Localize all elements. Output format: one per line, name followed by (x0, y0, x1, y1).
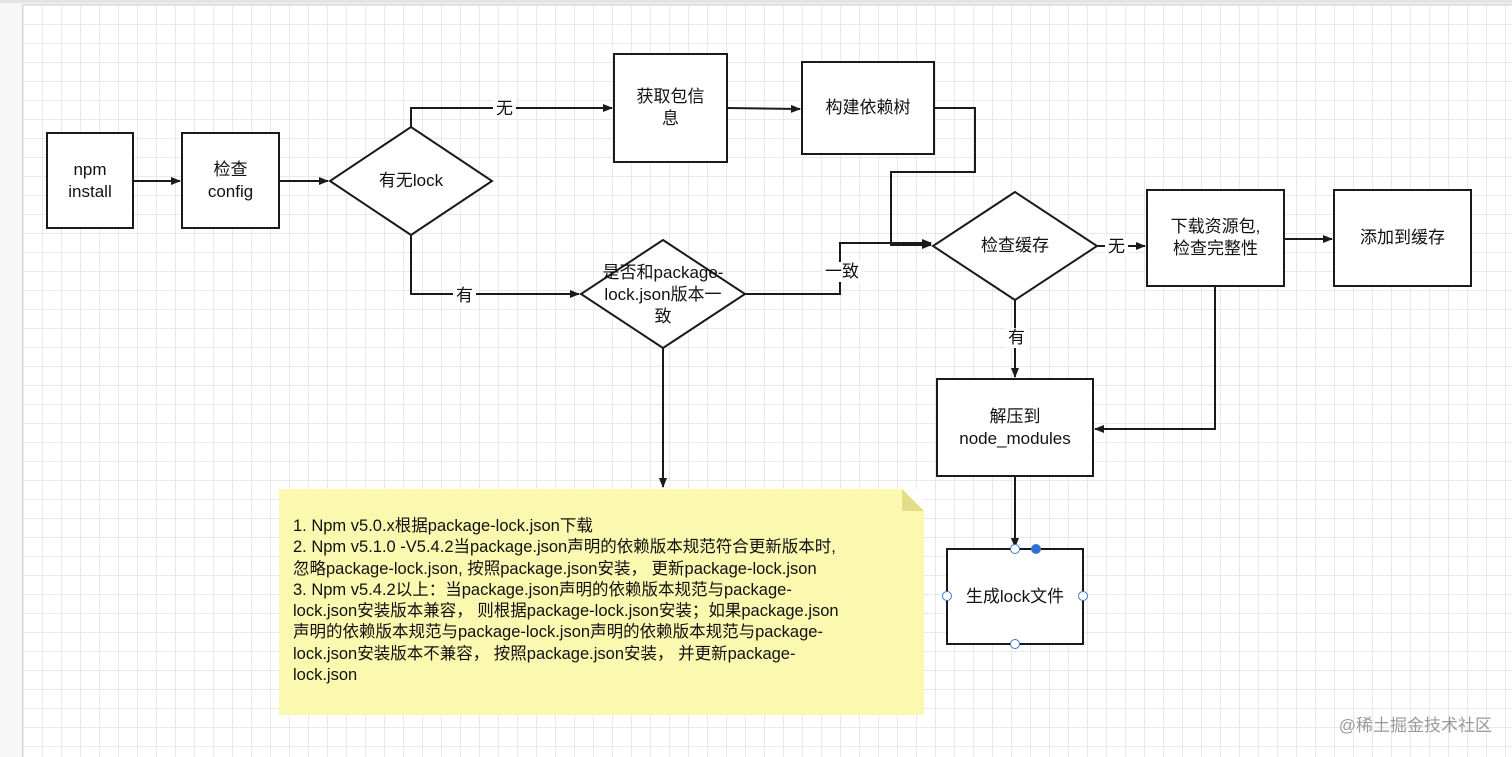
rotate-handle[interactable] (1031, 544, 1041, 554)
top-bar (0, 0, 1512, 3)
note-line: 忽略package-lock.json, 按照package.json安装， 更… (293, 559, 817, 578)
edge-label-no-lock: 无 (493, 99, 516, 119)
node-npm-install-line2: install (68, 181, 112, 201)
resize-handle-right[interactable] (1078, 591, 1088, 601)
node-gen-lock-label: 生成lock文件 (965, 586, 1065, 606)
node-check-config-line1: 检查 (213, 159, 248, 179)
note-line: 2. Npm v5.1.0 -V5.4.2当package.json声明的依赖版… (293, 538, 836, 557)
note-line: lock.json安装版本兼容， 则根据package-lock.json安装；… (293, 602, 839, 621)
sticky-note[interactable]: 1. Npm v5.0.x根据package-lock.json下载 2. Np… (279, 489, 924, 715)
edge-label-has-cache: 有 (1005, 328, 1028, 348)
node-build-tree[interactable]: 构建依赖树 (802, 62, 934, 154)
node-build-tree-shape (801, 61, 935, 155)
node-fetch-info-line1: 获取包信 (636, 87, 705, 106)
edge-download-to-extract (1094, 286, 1216, 433)
note-line: 声明的依赖版本规范与package-lock.json声明的依赖版本规范与pac… (293, 623, 823, 642)
edge-lock-to-fetch (410, 104, 613, 127)
node-download-line2: 检查完整性 (1172, 239, 1258, 258)
note-line: lock.json安装版本不兼容， 按照package.json安装， 并更新p… (293, 644, 796, 663)
note-line: 1. Npm v5.0.x根据package-lock.json下载 (293, 517, 593, 535)
node-has-lock[interactable]: 有无lock (340, 160, 482, 202)
node-has-lock-label: 有无lock (378, 171, 444, 190)
note-line: 3. Npm v5.4.2以上：当package.json声明的依赖版本规范与p… (293, 580, 792, 599)
node-build-tree-label: 构建依赖树 (825, 98, 911, 117)
edge-lock-to-consistent (410, 235, 580, 298)
note-line: lock.json (293, 666, 358, 685)
resize-handle-bottom[interactable] (1010, 639, 1020, 649)
node-consistent-line1: 是否和package- (602, 263, 724, 282)
node-consistent-line2: lock.json版本一 (604, 285, 722, 304)
node-check-cache[interactable]: 检查缓存 (945, 225, 1085, 267)
node-extract-line2: node_modules (959, 428, 1071, 448)
note-fold-shadow (902, 489, 924, 511)
node-download-line1: 下载资源包, (1170, 217, 1261, 236)
edge-label-consistent: 一致 (822, 262, 862, 282)
node-gen-lock[interactable]: 生成lock文件 (947, 549, 1083, 644)
node-gen-lock-shape (946, 548, 1084, 645)
node-check-config-shape (181, 132, 280, 229)
watermark: @稀土掘金技术社区 (1338, 716, 1492, 735)
resize-handle-top[interactable] (1010, 544, 1020, 554)
edge-label-has-lock: 有 (453, 286, 476, 306)
node-extract-line1: 解压到 (989, 406, 1041, 426)
node-add-cache-label: 添加到缓存 (1360, 228, 1445, 247)
edge-tree-to-cache (890, 107, 976, 249)
node-consistent-line3: 致 (654, 307, 672, 326)
edge-label-no-cache: 无 (1105, 237, 1128, 257)
edge-fetch-to-tree (726, 104, 801, 113)
node-npm-install-line1: npm (73, 159, 107, 179)
node-check-config-line2: config (207, 181, 254, 201)
note-text: 1. Npm v5.0.x根据package-lock.json下载 2. Np… (293, 516, 913, 686)
node-fetch-info-line2: 息 (662, 109, 679, 128)
node-check-cache-label: 检查缓存 (981, 236, 1049, 255)
node-consistent[interactable]: 是否和package-lock.json版本一致 (583, 262, 743, 328)
node-add-cache[interactable]: 添加到缓存 (1334, 190, 1471, 286)
node-add-cache-shape (1333, 189, 1472, 287)
node-npm-install-shape (46, 132, 134, 229)
resize-handle-left[interactable] (942, 591, 952, 601)
node-download[interactable]: 下载资源包, 检查完整性 (1147, 190, 1284, 286)
node-fetch-info[interactable]: 获取包信息 (614, 54, 727, 162)
